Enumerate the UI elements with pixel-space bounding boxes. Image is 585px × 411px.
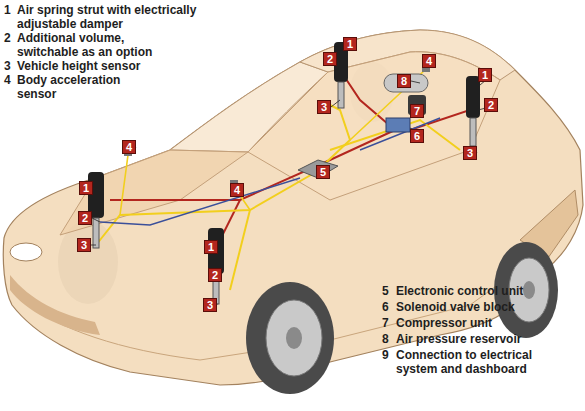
callout-text: 1 — [83, 182, 89, 194]
callout-text: 8 — [401, 75, 407, 87]
key-text: Air spring strut with electrically adjus… — [17, 3, 245, 31]
callout-number: 4 — [230, 183, 244, 197]
callout-number: 1 — [204, 240, 218, 254]
signal-wire — [96, 172, 316, 245]
key-text: Solenoid valve block — [396, 300, 585, 314]
callout-number: 8 — [397, 74, 411, 88]
callout-number: 3 — [203, 298, 217, 312]
callout-text: 4 — [426, 55, 432, 67]
callout-text: 4 — [126, 141, 132, 153]
damper — [470, 118, 476, 146]
key-text: Additional volume, switchable as an opti… — [17, 31, 182, 59]
key-number: 6 — [382, 300, 394, 314]
callout-text: 2 — [82, 212, 88, 224]
key-text: Vehicle height sensor — [17, 59, 217, 73]
signal-wire — [100, 178, 300, 225]
signal-wire — [230, 210, 250, 290]
callout-number: 3 — [77, 238, 91, 252]
key-text: Compressor unit — [396, 316, 585, 330]
car-body — [3, 30, 583, 385]
callout-text: 5 — [320, 166, 326, 178]
callout-number: 4 — [122, 140, 136, 154]
callout-text: 1 — [482, 69, 488, 81]
callout-number: 2 — [484, 98, 498, 112]
key-text: Body acceleration sensor — [17, 73, 157, 101]
control-unit — [298, 160, 338, 178]
callout-number: 1 — [79, 181, 93, 195]
callout-number: 2 — [78, 211, 92, 225]
wheel-hub — [523, 281, 535, 299]
damper — [93, 218, 99, 248]
front-bumper — [10, 275, 100, 335]
callout-number: 3 — [463, 146, 477, 160]
callout-number: 1 — [343, 37, 357, 51]
key-number: 4 — [4, 73, 16, 87]
front-right-wheel — [246, 282, 334, 394]
wheel-rim — [266, 300, 322, 376]
callout-text: 1 — [347, 38, 353, 50]
callout-text: 2 — [488, 99, 494, 111]
side-windows — [248, 52, 500, 200]
air-line — [110, 130, 395, 200]
key-number: 7 — [382, 316, 394, 330]
callout-text: 2 — [212, 269, 218, 281]
callout-text: 4 — [234, 184, 240, 196]
callout-number: 4 — [422, 54, 436, 68]
reservoir — [384, 74, 428, 92]
callout-number: 5 — [316, 165, 330, 179]
callout-text: 1 — [208, 241, 214, 253]
callout-text: 2 — [327, 53, 333, 65]
valve-block — [386, 118, 410, 132]
key-number: 1 — [4, 3, 16, 17]
callout-text: 7 — [414, 105, 420, 117]
callout-number: 6 — [410, 129, 424, 143]
key-text: Air pressure reservoir — [396, 332, 585, 346]
callout-text: 3 — [81, 239, 87, 251]
key-text: Electronic control unit — [396, 284, 585, 298]
key-text: Connection to electrical system and dash… — [396, 348, 576, 376]
hood — [60, 150, 248, 235]
air-spring — [466, 76, 480, 118]
callout-number: 1 — [478, 68, 492, 82]
headlight — [10, 243, 42, 261]
key-number: 9 — [382, 348, 394, 362]
key-number: 3 — [4, 59, 16, 73]
callout-number: 2 — [323, 52, 337, 66]
callout-text: 3 — [467, 147, 473, 159]
callout-number: 2 — [208, 268, 222, 282]
callout-number: 7 — [410, 104, 424, 118]
key-number: 2 — [4, 31, 16, 45]
leader-lines — [91, 44, 498, 305]
callout-text: 3 — [207, 299, 213, 311]
wheel-hub — [286, 327, 302, 349]
key-number: 8 — [382, 332, 394, 346]
damper — [338, 82, 344, 108]
callout-text: 6 — [414, 130, 420, 142]
key-number: 5 — [382, 284, 394, 298]
signal-wire — [360, 118, 440, 150]
callout-text: 3 — [321, 101, 327, 113]
callout-number: 3 — [317, 100, 331, 114]
